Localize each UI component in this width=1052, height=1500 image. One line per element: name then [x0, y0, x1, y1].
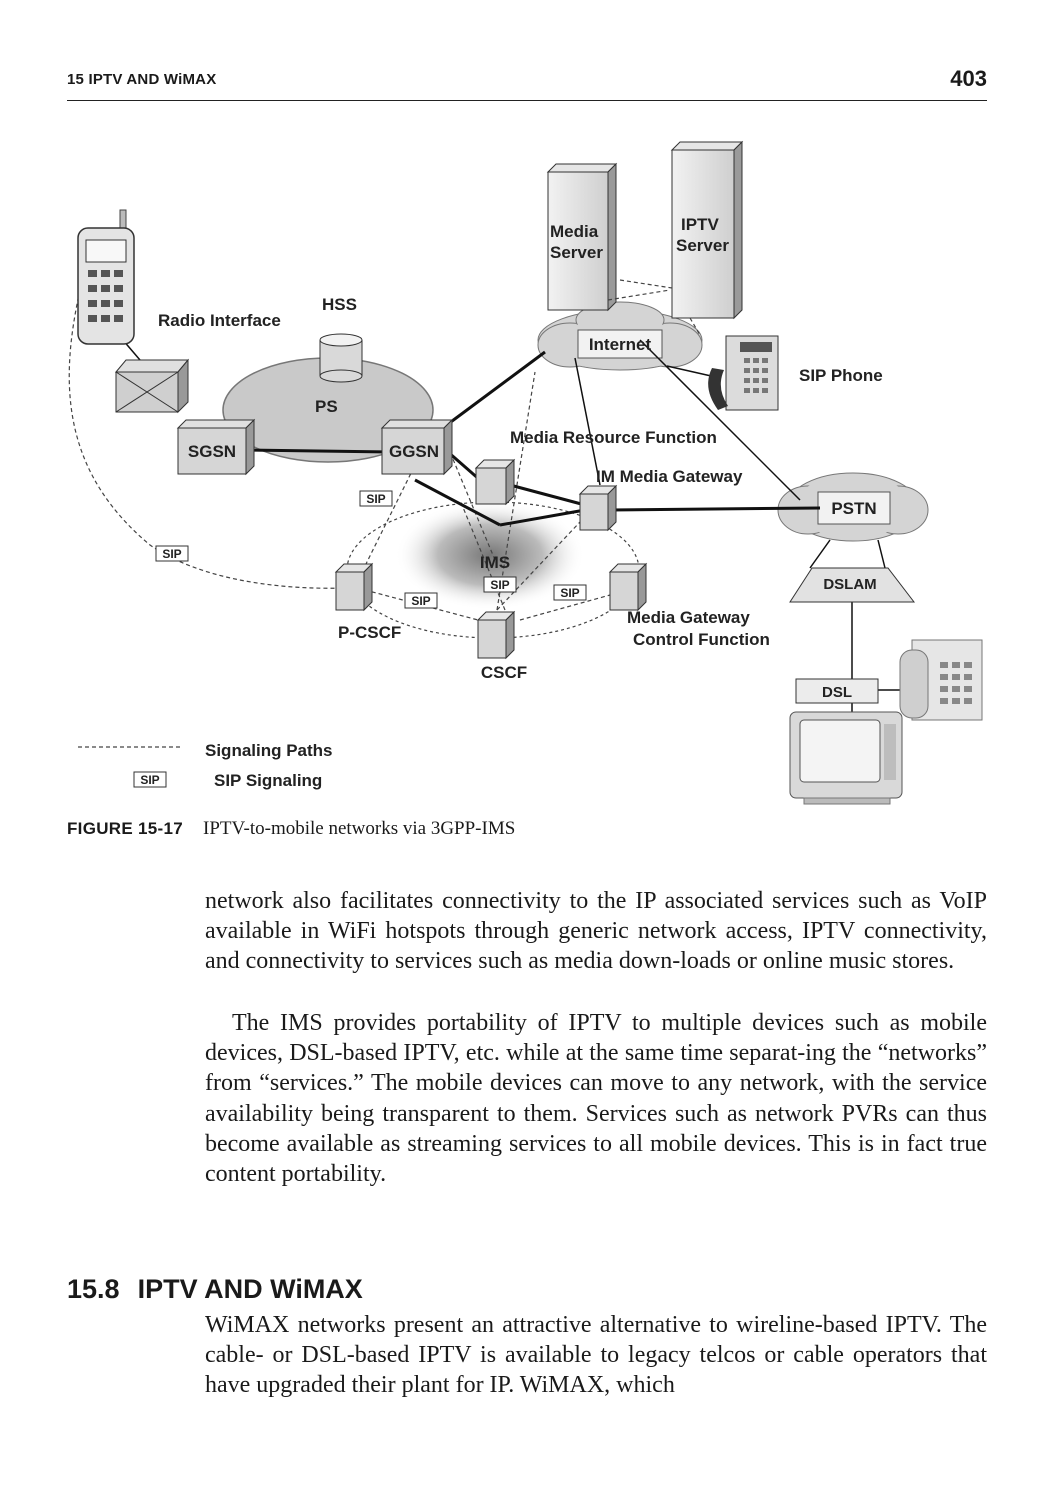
radio-interface-label: Radio Interface	[158, 311, 281, 330]
bearer-links	[79, 289, 905, 715]
legend-sip-signaling: SIP Signaling	[214, 771, 322, 790]
hss-label: HSS	[322, 295, 357, 314]
sip-tag: SIP	[155, 545, 189, 562]
paragraph: The IMS provides portability of IPTV to …	[205, 1010, 987, 1188]
svg-text:SIP: SIP	[366, 492, 385, 506]
legend-sip-tag	[133, 771, 167, 788]
cscf-node	[476, 610, 516, 660]
svg-text:SIP: SIP	[560, 586, 579, 600]
sip-tag: SIP	[553, 584, 587, 601]
media-server-label: Media	[550, 222, 599, 241]
sgsn-label: SGSN	[188, 442, 236, 461]
ims-label: IMS	[480, 553, 510, 572]
network-diagram: SIP SIP SIP SIP SIP Media Server IPTV Se…	[68, 140, 983, 805]
tv-set-device	[789, 711, 903, 805]
ggsn-box	[380, 418, 454, 476]
mrf-label: Media Resource Function	[510, 428, 717, 447]
sgsn-box	[176, 418, 256, 476]
figure-legend: Signaling Paths SIP SIP Signaling	[78, 741, 333, 790]
sip-phone-device	[708, 335, 779, 411]
svg-text:SIP: SIP	[490, 578, 509, 592]
paragraph: WiMAX networks present an attractive alt…	[205, 1312, 987, 1399]
mgcf-node	[608, 562, 648, 612]
section-title: IPTV AND WiMAX	[137, 1274, 363, 1304]
section-number: 15.8	[67, 1274, 120, 1304]
im-media-gateway-node	[578, 484, 618, 532]
figure-caption-text: IPTV-to-mobile networks via 3GPP-IMS	[203, 818, 516, 839]
paragraph: network also facilitates connectivity to…	[205, 888, 987, 975]
hss-cylinder	[319, 333, 363, 383]
radio-interface-box	[114, 358, 190, 414]
ps-label: PS	[315, 397, 338, 416]
svg-text:SIP: SIP	[162, 547, 181, 561]
pstn-label: PSTN	[831, 499, 876, 518]
media-server-label: Server	[550, 243, 603, 262]
mobile-phone	[77, 209, 135, 345]
ggsn-label: GGSN	[389, 442, 439, 461]
mgcf-label: Media Gateway	[627, 608, 750, 627]
dslam-shape	[789, 567, 916, 603]
cscf-label: CSCF	[481, 663, 527, 682]
figure-label: FIGURE 15-17	[67, 819, 184, 838]
ims-glow	[395, 500, 585, 610]
dslam-label: DSLAM	[823, 576, 876, 593]
iptv-server-label: Server	[676, 236, 729, 255]
dsl-label: DSL	[822, 684, 852, 701]
media-server	[546, 162, 618, 312]
pstn-cloud	[777, 472, 929, 542]
im-media-gateway-label: IM Media Gateway	[596, 467, 743, 486]
mgcf-label: Control Function	[633, 630, 770, 649]
svg-text:SIP: SIP	[411, 594, 430, 608]
running-head: 15 IPTV AND WiMAX 403	[67, 66, 987, 101]
internet-label: Internet	[589, 335, 652, 354]
figure-caption: FIGURE 15-17 IPTV-to-mobile networks via …	[67, 818, 515, 840]
desk-phone-device	[899, 639, 983, 721]
sip-tag: SIP	[359, 490, 393, 507]
sip-tag: SIP	[404, 592, 438, 609]
pcscf-label: P-CSCF	[338, 623, 401, 642]
legend-sip-tag-text: SIP	[140, 773, 159, 787]
pcscf-node	[334, 562, 374, 612]
sip-tag: SIP	[483, 576, 517, 593]
page-number: 403	[950, 66, 987, 91]
section-heading: 15.8 IPTV AND WiMAX	[67, 1274, 363, 1305]
legend-signaling-paths: Signaling Paths	[205, 741, 333, 760]
mrf-node	[474, 458, 516, 506]
internet-cloud	[537, 301, 703, 371]
dsl-box	[795, 678, 879, 704]
iptv-server-label: IPTV	[681, 215, 719, 234]
iptv-server	[670, 140, 744, 320]
sip-phone-label: SIP Phone	[799, 366, 883, 385]
running-title: 15 IPTV AND WiMAX	[67, 71, 217, 88]
